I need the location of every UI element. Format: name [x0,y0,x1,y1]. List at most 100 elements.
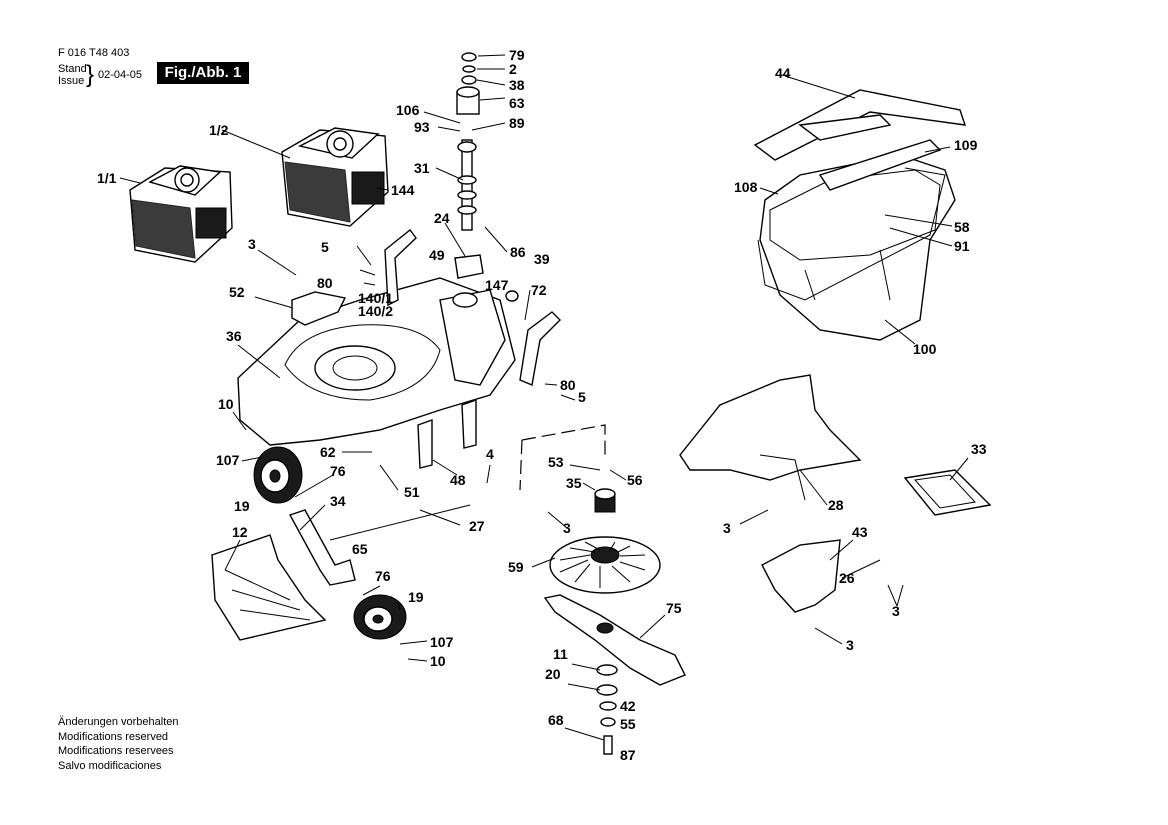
callout: 75 [666,600,682,616]
callout: 49 [429,247,445,263]
callout: 108 [734,179,758,195]
document-number: F 016 T48 403 [58,47,130,59]
revision-date: 02-04-05 [98,69,143,81]
discharge-cover [761,539,841,613]
axle-bracket-left [417,419,433,469]
callout: 107 [216,452,240,468]
callout: 140/1 [358,290,393,306]
modification-notes: Änderungen vorbehalten Modifications res… [58,715,178,773]
lever-arm [288,509,356,586]
callout: 26 [839,570,855,586]
callout: 3 [723,520,731,536]
push-handle [753,89,967,191]
callout: 34 [330,493,346,509]
callout: 144 [391,182,415,198]
callout: 55 [620,716,636,732]
callout: 62 [320,444,336,460]
bearing-63 [456,86,480,115]
callout: 44 [775,65,791,81]
callout: 1/2 [209,122,229,138]
callout: 33 [971,441,987,457]
callout: 36 [226,328,242,344]
callout: 109 [954,137,978,153]
washer-20 [596,684,618,696]
callout: 58 [954,219,970,235]
callout: 80 [560,377,576,393]
callout: 3 [248,236,256,252]
handle-bracket [384,229,417,307]
figure-label: Fig./Abb. 1 [157,62,249,84]
callout: 89 [509,115,525,131]
plug-39 [505,290,519,302]
callout: 1/1 [97,170,117,186]
callout: 107 [430,634,454,650]
callout: 106 [396,102,420,118]
note-fr: Modifications reservees [58,745,174,757]
callout: 10 [218,396,234,412]
callout: 140/2 [358,303,393,319]
callout: 87 [620,747,636,763]
wire-upper [521,424,606,455]
mulch-plate [903,469,992,516]
rear-flap [211,534,327,641]
callout: 27 [469,518,485,534]
callout: 5 [321,239,329,255]
ring-38 [461,75,477,85]
callout: 93 [414,119,430,135]
callout: 79 [509,47,525,63]
callout: 42 [620,698,636,714]
callout: 11 [553,646,568,662]
callout: 86 [510,244,526,260]
knob-24 [454,254,484,279]
callout: 5 [578,389,586,405]
callout: 10 [430,653,446,669]
nut-55 [600,717,616,727]
callout: 19 [408,589,424,605]
callout: 91 [954,238,970,254]
note-en: Modifications reserved [58,730,169,743]
callout: 76 [375,568,391,584]
deflector-edge [759,454,806,501]
callout: 53 [548,454,564,470]
callout: 100 [913,341,937,357]
callout: 24 [434,210,450,226]
stand-label: Stand [58,63,87,75]
engine-1-1 [129,165,233,263]
callout: 31 [414,160,430,176]
side-deflector [679,374,862,481]
mulch-plate-inner [914,474,976,509]
stand-issue-brace: } [86,61,95,88]
callout: 65 [352,541,368,557]
callout: 59 [508,559,524,575]
callout: 68 [548,712,564,728]
callout: 38 [509,77,525,93]
washer-11 [596,664,618,676]
callout: 2 [509,61,517,77]
rear-wheel [353,594,407,640]
callout: 147 [485,277,509,293]
callout: 43 [852,524,868,540]
issue-label: Issue [58,75,85,87]
front-wheel [253,446,303,504]
washer-93 [457,141,477,153]
ring-2 [462,65,476,73]
callout-labels: 79 2 38 63 106 93 89 31 24 86 39 1/2 1/1… [97,47,987,763]
cooling-fan [549,536,661,594]
cutting-blade [543,594,686,686]
callout: 3 [846,637,854,653]
callout: 19 [234,498,250,514]
callout: 76 [330,463,346,479]
axle [329,504,471,541]
callout: 56 [627,472,643,488]
callout: 20 [545,666,561,682]
callout: 4 [486,446,494,462]
rear-flap-ribs [224,569,311,621]
callout: 3 [563,520,571,536]
engine-1-2 [281,127,389,227]
callout: 48 [450,472,466,488]
washer-42 [599,701,617,711]
grass-bag [759,154,956,341]
blade-hole [596,622,614,634]
bag-frame [757,167,946,301]
